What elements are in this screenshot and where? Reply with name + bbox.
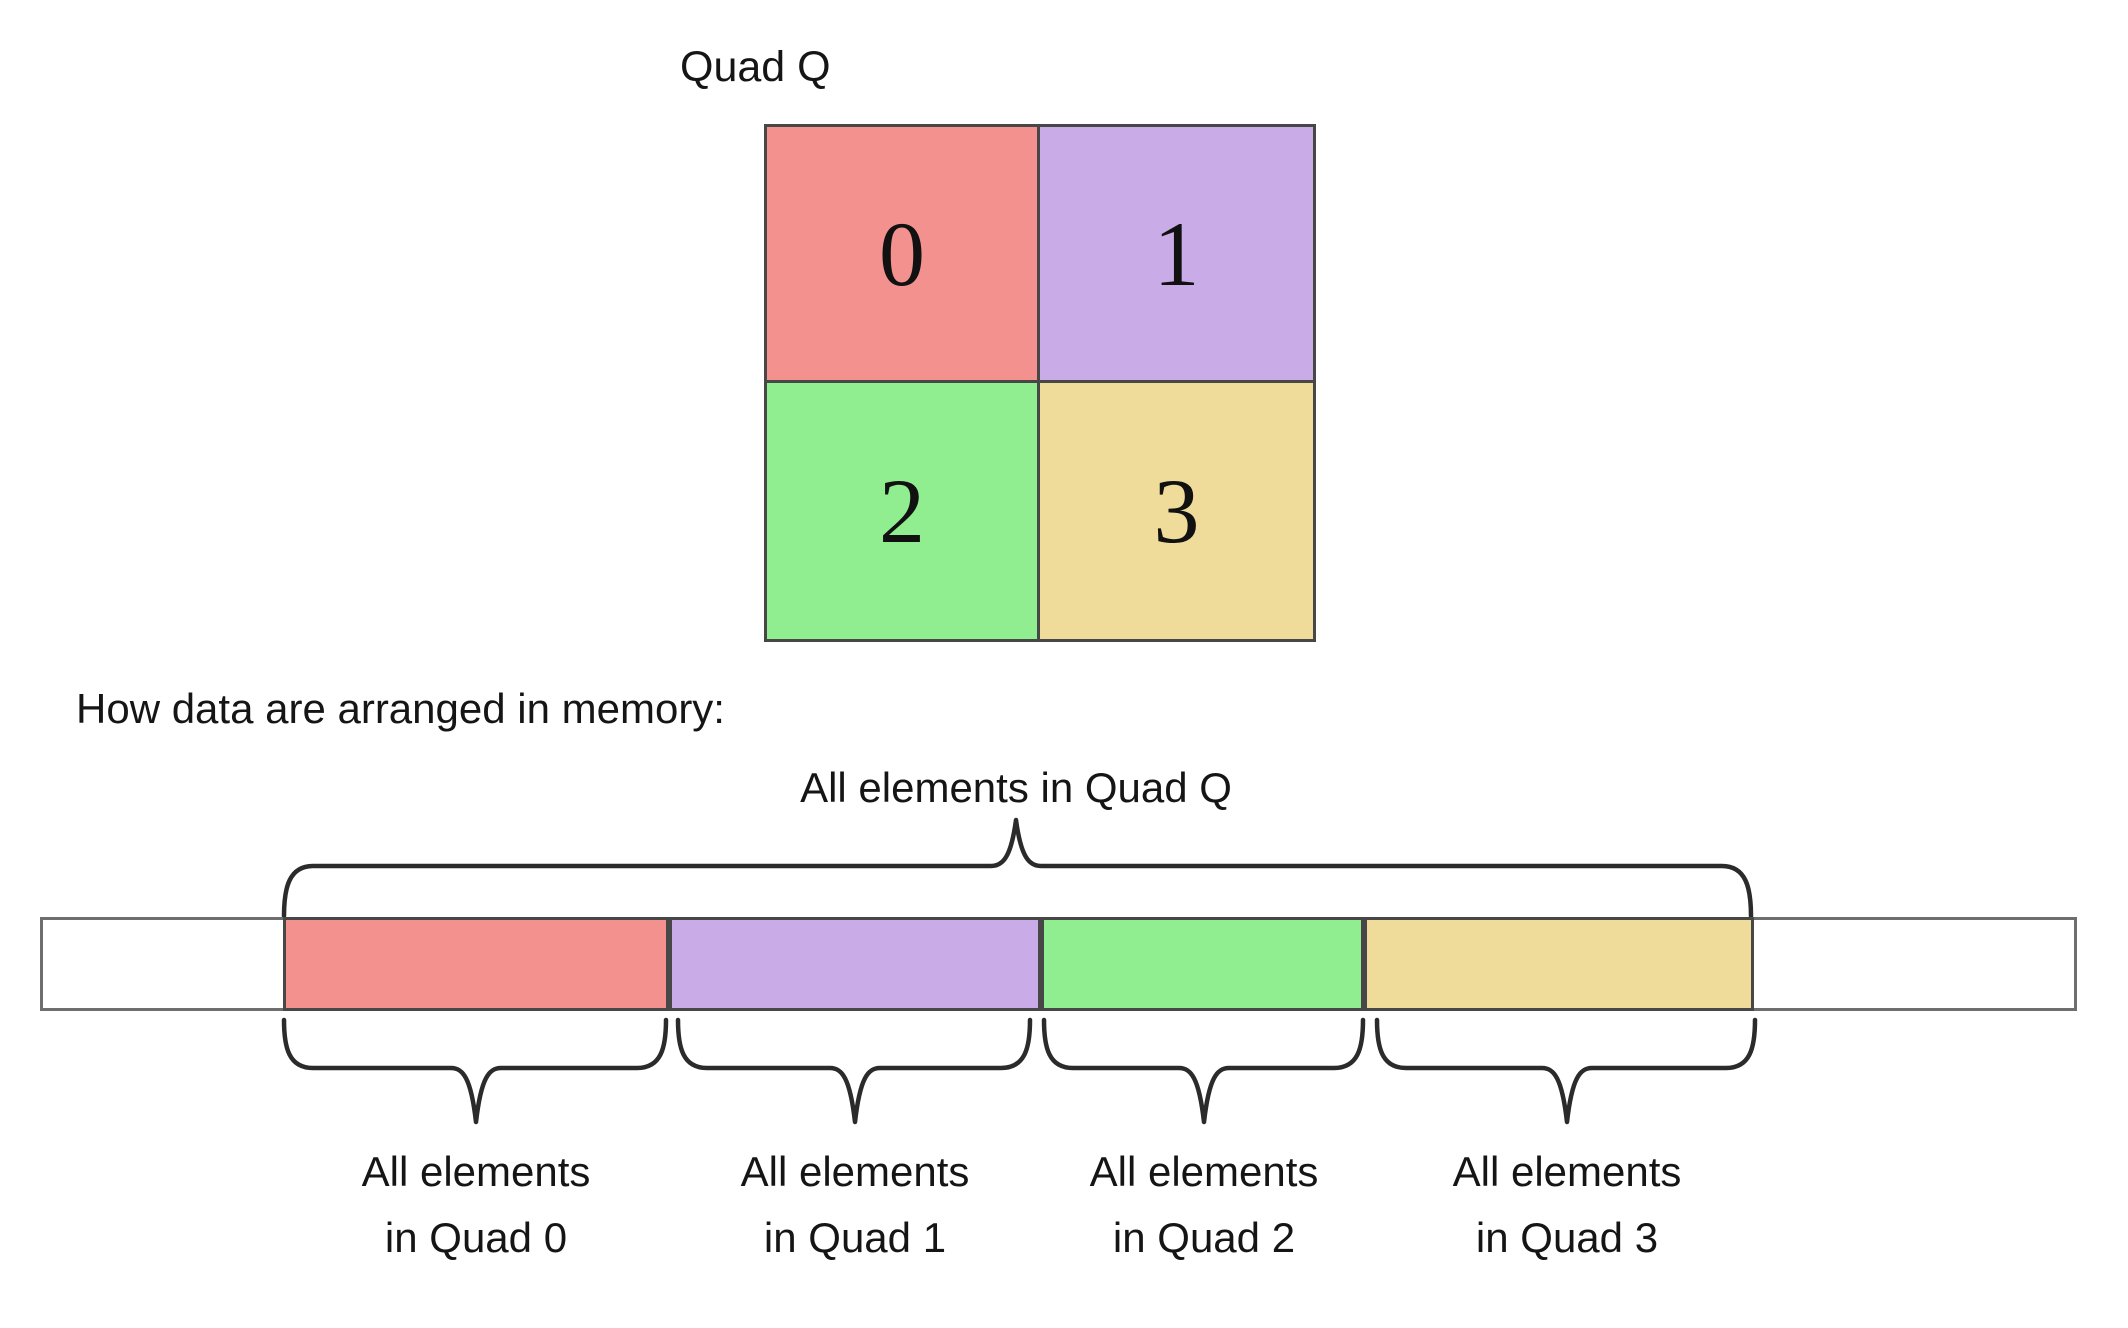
memory-segment-quad-0 (283, 917, 669, 1011)
underbrace-quad-1 (675, 1017, 1033, 1125)
segment-label-quad-1-line1: All elements (740, 1148, 970, 1195)
quadrant-0-number: 0 (879, 202, 925, 305)
quadrant-0: 0 (767, 127, 1040, 383)
top-brace-label: All elements in Quad Q (800, 764, 1232, 811)
segment-label-quad-3-line2: in Quad 3 (1475, 1214, 1659, 1261)
quadrant-3-number: 3 (1153, 460, 1200, 562)
segment-label-quad-3-line1: All elements (1452, 1148, 1682, 1195)
segment-label-quad-2: All elements in Quad 2 (1004, 1140, 1404, 1270)
memory-heading: How data are arranged in memory: (76, 685, 725, 732)
segment-label-quad-0-line2: in Quad 0 (384, 1214, 568, 1261)
underbrace-quad-3 (1374, 1017, 1758, 1125)
memory-segment-quad-3 (1364, 917, 1754, 1011)
segment-label-quad-1: All elements in Quad 1 (655, 1140, 1055, 1270)
segment-label-quad-0-line1: All elements (361, 1148, 591, 1195)
segment-label-quad-2-line2: in Quad 2 (1112, 1214, 1296, 1261)
segment-label-quad-1-line2: in Quad 1 (763, 1214, 947, 1261)
quadrant-2-number: 2 (879, 460, 925, 562)
underbrace-quad-2 (1041, 1017, 1366, 1125)
memory-bar (40, 917, 2077, 1011)
quadrant-2: 2 (767, 383, 1040, 639)
quadrant-1: 1 (1040, 127, 1313, 383)
segment-label-quad-3: All elements in Quad 3 (1367, 1140, 1767, 1270)
memory-segment-quad-1 (669, 917, 1041, 1011)
quadrant-3: 3 (1040, 383, 1313, 639)
quad-grid-title: Quad Q (680, 43, 831, 91)
underbrace-quad-0 (281, 1017, 669, 1125)
segment-label-quad-0: All elements in Quad 0 (276, 1140, 676, 1270)
quadrant-1-number: 1 (1153, 202, 1200, 305)
quad-grid: 0 1 2 3 (764, 124, 1316, 642)
memory-segment-quad-2 (1041, 917, 1364, 1011)
segment-label-quad-2-line1: All elements (1089, 1148, 1319, 1195)
overbrace-quad-q (281, 817, 1754, 919)
